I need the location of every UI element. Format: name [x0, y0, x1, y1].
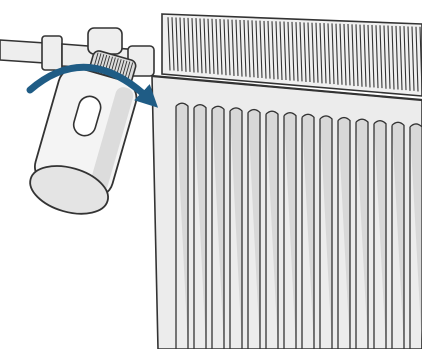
radiator: [152, 14, 422, 349]
pipe-coupling: [42, 36, 62, 70]
valve-top-cap: [88, 28, 122, 54]
